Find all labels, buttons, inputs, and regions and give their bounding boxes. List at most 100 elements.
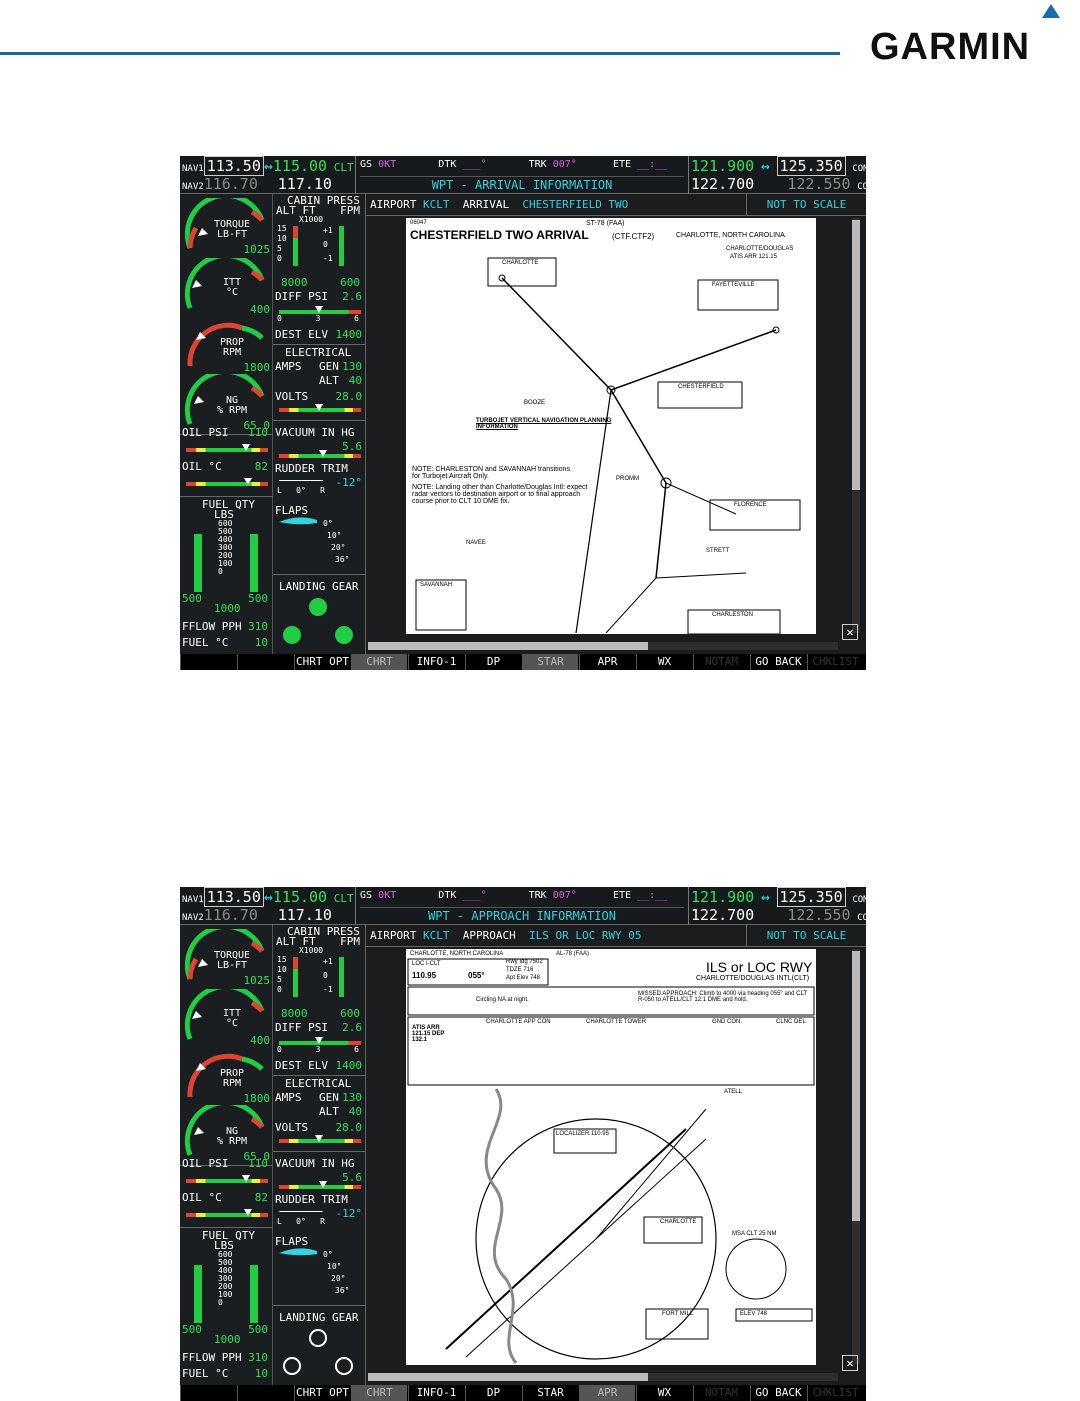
- dest-elv-value: 1400: [335, 1059, 363, 1072]
- com2-standby-freq[interactable]: 122.550: [787, 906, 851, 924]
- softkey-dp[interactable]: DP: [465, 654, 521, 670]
- chart-text: Apt Elev 748: [506, 975, 541, 981]
- softkey-go-back[interactable]: GO BACK: [750, 654, 806, 670]
- chart-route-line: [575, 389, 612, 634]
- eis-vacuum: VACUUM IN HG: [275, 426, 355, 439]
- prop-arc-icon: [187, 322, 264, 367]
- softkey-chrt-opt[interactable]: CHRT OPT: [294, 654, 349, 670]
- oil-psi-pointer-icon: [242, 1175, 250, 1182]
- softkey-go-back[interactable]: GO BACK: [750, 1385, 806, 1401]
- horizontal-scroll-thumb[interactable]: [368, 642, 648, 650]
- airport-id[interactable]: KCLT: [422, 198, 450, 211]
- softkey-apr[interactable]: APR: [579, 1385, 635, 1401]
- oil-psi-label: OIL PSI: [182, 426, 229, 439]
- softkey-blank-0[interactable]: [180, 1385, 236, 1401]
- horizontal-scrollbar[interactable]: [368, 1373, 838, 1381]
- chart-box: [645, 1308, 709, 1340]
- flap-wing-icon: [279, 1248, 317, 1256]
- close-icon[interactable]: ✕: [842, 1355, 858, 1371]
- com2-active-freq[interactable]: 122.700: [691, 175, 755, 193]
- nav1-active-freq[interactable]: 113.50: [203, 156, 264, 176]
- com-swap-icon[interactable]: ↔: [760, 888, 770, 906]
- vertical-scroll-thumb[interactable]: [852, 951, 860, 1221]
- chart-text: Rwy Idg 7502: [506, 959, 543, 965]
- softkey-notam[interactable]: NOTAM: [693, 1385, 749, 1401]
- softkey-wx[interactable]: WX: [636, 654, 692, 670]
- nav1-standby-freq[interactable]: 115.00: [272, 157, 328, 175]
- com-swap-icon[interactable]: ↔: [760, 157, 770, 175]
- procedure-name[interactable]: ILS OR LOC RWY 05: [528, 929, 642, 942]
- chart-text: FORT MILL: [662, 1311, 694, 1317]
- softkey-wx[interactable]: WX: [636, 1385, 692, 1401]
- com1-standby-freq[interactable]: 125.350: [776, 887, 846, 907]
- fuel-flow-value: 310: [248, 1351, 268, 1364]
- scale-tick: 10: [277, 234, 287, 243]
- vertical-scrollbar[interactable]: [852, 218, 860, 633]
- nav-swap-icon[interactable]: ↔: [263, 888, 273, 906]
- com1-active-freq[interactable]: 121.900: [691, 888, 755, 906]
- com1-active-freq[interactable]: 121.900: [691, 157, 755, 175]
- softkey-star[interactable]: STAR: [522, 654, 578, 670]
- softkey-info-1[interactable]: INFO-1: [408, 654, 464, 670]
- chart-text: TDZE 716: [506, 967, 534, 973]
- chart-box: [553, 1128, 617, 1154]
- com1-standby-freq[interactable]: 125.350: [776, 156, 846, 176]
- scale-tick: R: [320, 1217, 325, 1226]
- oil-psi-bar: [186, 448, 268, 452]
- nav1-standby-freq[interactable]: 115.00: [272, 888, 328, 906]
- eis-fpm: FPM: [340, 204, 360, 217]
- softkey-chklist[interactable]: CHKLIST: [807, 1385, 863, 1401]
- vertical-scrollbar[interactable]: [852, 949, 860, 1364]
- softkey-blank-1[interactable]: [237, 654, 293, 670]
- softkey-apr[interactable]: APR: [579, 654, 635, 670]
- procedure-name[interactable]: CHESTERFIELD TWO: [522, 198, 629, 211]
- nav2-active-freq[interactable]: 116.70: [203, 175, 258, 193]
- vertical-scroll-thumb[interactable]: [852, 220, 860, 490]
- scale-tick: 0: [277, 314, 282, 323]
- softkey-dp[interactable]: DP: [465, 1385, 521, 1401]
- horizontal-scrollbar[interactable]: [368, 642, 838, 650]
- status-dtk-label: DTK: [438, 890, 457, 901]
- nav2-active-freq[interactable]: 116.70: [203, 906, 258, 924]
- nav2-standby-freq[interactable]: 117.10: [277, 175, 332, 193]
- eis-torque-unit: LB-FT: [216, 960, 248, 971]
- eis-fflow: FFLOW PPH: [182, 620, 242, 633]
- eis-vacuum: VACUUM IN HG: [275, 1157, 355, 1170]
- com-com2-label: COM2: [857, 913, 866, 923]
- com2-active-freq[interactable]: 122.700: [691, 906, 755, 924]
- softkey-notam[interactable]: NOTAM: [693, 654, 749, 670]
- horizontal-scroll-thumb[interactable]: [368, 1373, 648, 1381]
- chart-text: ELEV 748: [740, 1311, 768, 1317]
- softkey-chrt[interactable]: CHRT: [351, 1385, 407, 1401]
- nav1-active-freq[interactable]: 113.50: [203, 887, 264, 907]
- softkey-chklist[interactable]: CHKLIST: [807, 654, 863, 670]
- status-ete-label: ETE: [612, 159, 632, 170]
- softkey-chrt[interactable]: CHRT: [351, 654, 407, 670]
- chart-text: FAYETTEVILLE: [712, 282, 755, 288]
- nav-swap-icon[interactable]: ↔: [263, 157, 273, 175]
- softkey-info-1[interactable]: INFO-1: [408, 1385, 464, 1401]
- softkey-chrt-opt[interactable]: CHRT OPT: [294, 1385, 349, 1401]
- cabin-alt-value: 8000: [281, 276, 308, 289]
- nav2-standby-freq[interactable]: 117.10: [277, 906, 332, 924]
- softkey-star[interactable]: STAR: [522, 1385, 578, 1401]
- fuel-right-bar: [250, 534, 258, 592]
- chart-route-line: [610, 329, 777, 391]
- flap-wing-icon: [279, 517, 317, 525]
- airport-id[interactable]: KCLT: [422, 929, 450, 942]
- eis-x1000: X1000: [299, 946, 324, 955]
- softkey-blank-0[interactable]: [180, 654, 236, 670]
- chart-pane: AIRPORT KCLT APPROACH ILS OR LOC RWY 05 …: [366, 925, 866, 1385]
- softkey-blank-1[interactable]: [237, 1385, 293, 1401]
- com2-standby-freq[interactable]: 122.550: [787, 175, 851, 193]
- close-icon[interactable]: ✕: [842, 624, 858, 640]
- eis-itt-unit: °C: [225, 1018, 239, 1029]
